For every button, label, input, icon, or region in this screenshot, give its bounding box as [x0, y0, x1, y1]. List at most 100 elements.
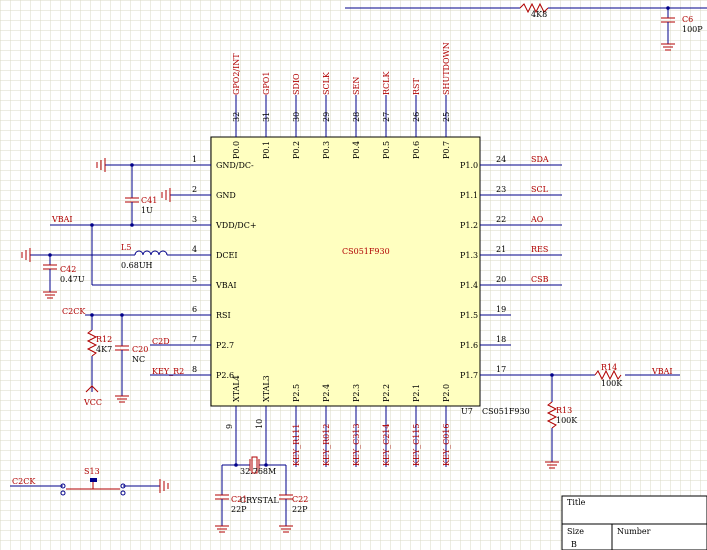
chip-pin-top-8-number: 25	[442, 112, 451, 122]
chip-pin-top-2-net: GPO1	[262, 72, 271, 95]
chip-pin-right-1-name: P1.0	[460, 161, 478, 170]
chip-pin-top-1-net: GPO2/INT	[232, 53, 241, 95]
chip-pin-bottom-8-name: P2.0	[442, 384, 451, 402]
chip-pin-top-7-net: RST	[412, 77, 421, 95]
c20-value: NC	[132, 355, 145, 364]
chip-pin-top-7-name: P0.6	[412, 141, 421, 159]
chip-pin-top-1-name: P0.0	[232, 141, 241, 159]
number-label: Number	[617, 527, 651, 536]
chip-pin-bottom-6-name: P2.2	[382, 384, 391, 402]
chip-pin-right-1-number: 24	[496, 155, 506, 164]
c41-value: 1U	[141, 206, 153, 215]
chip-pin-top-5-net: SEN	[352, 77, 361, 95]
chip-pin-right-6-name: P1.5	[460, 311, 478, 320]
chip-pin-top-8-net: SHUTDOWN	[442, 42, 451, 95]
net-label-scl: SCL	[531, 185, 549, 194]
r13-value: 100K	[556, 416, 578, 425]
chip-pin-top-3-number: 30	[292, 112, 301, 122]
c21-designator: C21	[231, 495, 247, 504]
c22-designator: C22	[292, 495, 308, 504]
c21-value: 22P	[231, 505, 247, 514]
net-vbat-right: VBAI	[651, 367, 673, 376]
net-vcc: VCC	[83, 398, 102, 407]
chip-pin-right-2-number: 23	[496, 185, 506, 194]
r13-designator: R13	[556, 406, 572, 415]
chip-pin-right-7-number: 18	[496, 335, 506, 344]
chip-pin-left-7-name: P2.7	[216, 341, 234, 350]
net-label-csb: CSB	[531, 275, 549, 284]
chip-pin-left-7-number: 7	[192, 335, 197, 344]
net-label-ao: AO	[530, 215, 544, 224]
chip-pin-top-2-number: 31	[262, 112, 271, 122]
top-right-fragment: 4K8 C6 100P	[345, 2, 707, 51]
r12-value: 4K7	[96, 345, 112, 354]
chip-pin-left-6-number: 6	[192, 305, 197, 314]
chip-pin-left-4-number: 4	[192, 245, 197, 254]
size-label: Size	[567, 527, 584, 536]
chip-pin-left-4-name: DCEI	[216, 251, 238, 260]
chip-pin-bottom-6-net: KEY_C214	[382, 424, 391, 467]
c42-value: 0.47U	[60, 275, 85, 284]
c20-designator: C20	[132, 345, 148, 354]
r12-designator: R12	[96, 335, 112, 344]
chip-pins: 1GND/DC-2GND3VDD/DC+4DCEI5VBAI6RSI7P2.78…	[180, 42, 562, 467]
chip-pin-left-5-name: VBAI	[215, 281, 237, 290]
c42-designator: C42	[60, 265, 76, 274]
c6-designator: C6	[682, 15, 693, 24]
switch-s13[interactable]: S13 C2CK	[10, 467, 169, 496]
chip-pin-top-3-name: P0.2	[292, 141, 301, 159]
chip-pin-top-4-number: 29	[322, 112, 331, 122]
chip-pin-right-2-name: P1.1	[460, 191, 478, 200]
chip-pin-right-8-number: 17	[496, 365, 506, 374]
right-circuit: R14 100K VBAI R13 100K	[511, 363, 680, 469]
net-c2d: C2D	[152, 337, 170, 346]
chip-pin-top-6-name: P0.5	[382, 141, 391, 159]
chip-pin-bottom-8-net: KEY_C016	[442, 424, 451, 467]
chip-pin-right-4-name: P1.3	[460, 251, 478, 260]
chip-designator: U7	[461, 407, 473, 416]
l5-designator: L5	[121, 243, 131, 252]
chip-pin-left-5-number: 5	[192, 275, 197, 284]
chip-pin-left-3-number: 3	[192, 215, 197, 224]
chip-pin-right-4-number: 21	[496, 245, 506, 254]
chip-pin-right-8-name: P1.7	[460, 371, 478, 380]
chip-pin-right-5-name: P1.4	[460, 281, 478, 290]
chip-pin-right-3-number: 22	[496, 215, 506, 224]
r14-value: 100K	[601, 379, 623, 388]
l5-value: 0.68UH	[121, 261, 153, 270]
chip-pin-left-2-number: 2	[192, 185, 197, 194]
chip-pin-top-6-number: 27	[382, 112, 391, 122]
chip-pin-right-7-name: P1.6	[460, 341, 478, 350]
net-key-r2: KEY_R2	[152, 367, 184, 376]
net-vbat-left: VBAI	[51, 215, 73, 224]
chip-pin-top-4-net: SCLK	[322, 71, 331, 95]
crystal-frequency: 32.768M	[240, 467, 276, 476]
c6-value: 100P	[682, 25, 703, 34]
chip-pin-bottom-2-name: XTAL3	[262, 375, 271, 402]
chip-pin-top-5-number: 28	[352, 112, 361, 122]
chip-pin-top-5-name: P0.4	[352, 141, 361, 159]
chip-pin-left-6-name: RSI	[216, 311, 231, 320]
chip-pin-left-8-number: 8	[192, 365, 197, 374]
c41-designator: C41	[141, 196, 157, 205]
chip-pin-bottom-4-net: KEY_R012	[322, 424, 331, 466]
chip-pin-right-3-name: P1.2	[460, 221, 478, 230]
chip-pin-right-6-number: 19	[496, 305, 506, 314]
chip-pin-left-3-name: VDD/DC+	[215, 221, 257, 230]
chip-pin-left-1-name: GND/DC-	[216, 161, 254, 170]
chip-pin-top-8-name: P0.7	[442, 141, 451, 159]
mcu-chip-body[interactable]	[210, 136, 481, 407]
chip-part-number: CS051F930	[482, 407, 530, 416]
net-label-sda: SDA	[531, 155, 549, 164]
chip-pin-top-2-name: P0.1	[262, 141, 271, 159]
chip-pin-left-8-name: P2.6	[216, 371, 234, 380]
chip-pin-bottom-3-name: P2.5	[292, 384, 301, 402]
chip-pin-bottom-1-name: XTAL4	[232, 375, 241, 402]
r14-designator: R14	[601, 363, 617, 372]
chip-pin-bottom-5-name: P2.3	[352, 384, 361, 402]
chip-pin-bottom-2-number: 10	[255, 419, 264, 429]
net-label-res: RES	[531, 245, 548, 254]
chip-pin-top-3-net: SDIO	[292, 73, 301, 95]
chip-pin-bottom-5-net: KEY_C313	[352, 424, 361, 467]
